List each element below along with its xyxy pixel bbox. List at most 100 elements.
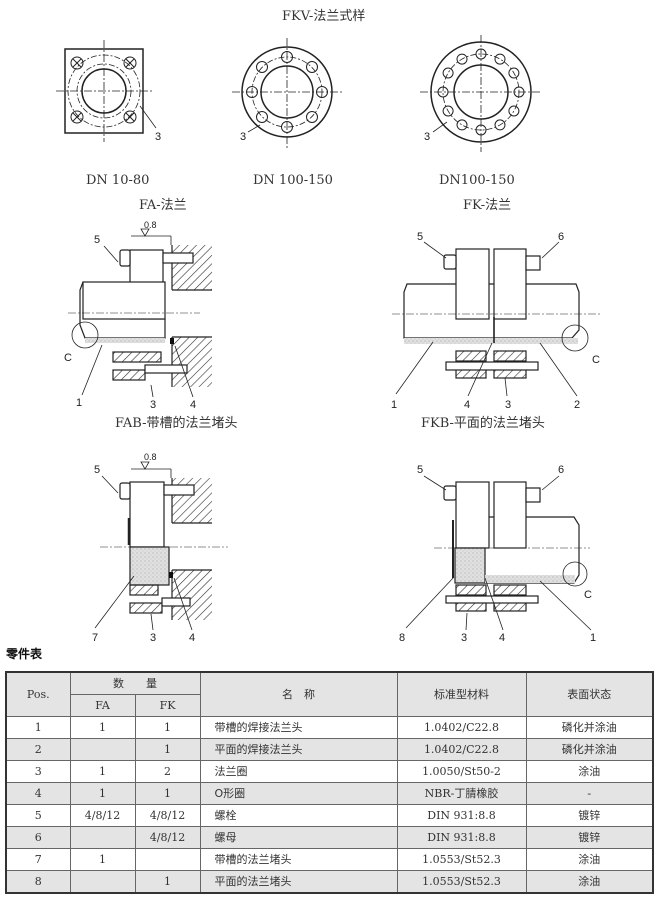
fab-label-4: 4	[189, 632, 195, 644]
fab-label-7: 7	[92, 632, 98, 644]
fkb-label-4: 4	[499, 632, 505, 644]
fa-label-5: 5	[94, 234, 100, 246]
fk-label-2: 2	[574, 399, 580, 411]
cell-pos: 3	[5, 760, 71, 783]
cell-surface: 磷化并涂油	[525, 716, 654, 739]
cell-fk: 4/8/12	[134, 804, 201, 827]
cell-fa	[69, 870, 136, 894]
fkb-section	[405, 475, 592, 631]
view2-caption: DN 100-150	[253, 173, 333, 188]
cell-name: 平面的法兰堵头	[199, 870, 398, 894]
cell-material: 1.0553/St52.3	[396, 870, 527, 894]
cell-pos: 1	[5, 716, 71, 739]
header-fa: FA	[69, 694, 136, 717]
cell-name: 螺栓	[199, 804, 398, 827]
fkb-title: FKB-平面的法兰堵头	[421, 416, 545, 431]
bolt-hole	[437, 86, 449, 98]
cell-name: 带槽的法兰堵头	[199, 848, 398, 871]
fk-label-1: 1	[391, 399, 397, 411]
cell-fk	[134, 848, 201, 871]
bolt-hole	[475, 48, 487, 60]
fk-label-5: 5	[417, 231, 423, 243]
cell-fk: 1	[134, 716, 201, 739]
cell-fk: 1	[134, 782, 201, 805]
bolt-hole	[508, 67, 520, 79]
view1-label: 3	[155, 131, 161, 143]
cell-material: DIN 931:8.8	[396, 826, 527, 849]
cell-pos: 6	[5, 826, 71, 849]
cell-surface: 镀锌	[525, 804, 654, 827]
header-material: 标准型材料	[396, 671, 527, 717]
header-fk: FK	[134, 694, 201, 717]
header-name: 名 称	[199, 671, 398, 717]
fab-label-3: 3	[150, 632, 156, 644]
cell-material: 1.0402/C22.8	[396, 738, 527, 761]
fkb-label-8: 8	[399, 632, 405, 644]
fkv-view-square	[56, 40, 157, 142]
cell-pos: 4	[5, 782, 71, 805]
fa-label-3: 3	[150, 399, 156, 411]
view3-caption: DN100-150	[439, 173, 515, 188]
view3-label: 3	[424, 131, 430, 143]
fa-label-4: 4	[190, 399, 196, 411]
cell-fa	[69, 738, 136, 761]
header-surface: 表面状态	[525, 671, 654, 717]
fkb-label-1: 1	[590, 632, 596, 644]
fkb-label-6: 6	[558, 464, 564, 476]
cell-surface: 涂油	[525, 760, 654, 783]
cell-name: 法兰圈	[199, 760, 398, 783]
bolt-hole	[494, 119, 506, 131]
fk-section	[392, 241, 600, 397]
fab-roughness: 0.8	[144, 452, 157, 462]
cell-name: 平面的焊接法兰头	[199, 738, 398, 761]
bolt-hole	[442, 105, 454, 117]
cell-fa: 1	[69, 760, 136, 783]
fkb-label-c: C	[584, 589, 592, 601]
fk-title: FK-法兰	[463, 198, 512, 213]
fk-label-3: 3	[505, 399, 511, 411]
cell-pos: 2	[5, 738, 71, 761]
cell-fk: 4/8/12	[134, 826, 201, 849]
bolt-hole	[513, 86, 525, 98]
fkb-label-5: 5	[417, 464, 423, 476]
fab-section	[94, 461, 228, 631]
cell-pos: 5	[5, 804, 71, 827]
cell-name: 带槽的焊接法兰头	[199, 716, 398, 739]
fkb-label-3: 3	[461, 632, 467, 644]
cell-fk: 1	[134, 738, 201, 761]
bolt-hole	[442, 67, 454, 79]
fa-label-c: C	[64, 352, 72, 364]
bolt-hole	[456, 119, 468, 131]
fab-title: FAB-带槽的法兰堵头	[115, 416, 238, 431]
cell-surface: 镀锌	[525, 826, 654, 849]
cell-surface: 磷化并涂油	[525, 738, 654, 761]
fkv-title: FKV-法兰式样	[282, 9, 366, 24]
cell-material: 1.0050/St50-2	[396, 760, 527, 783]
cell-fk: 1	[134, 870, 201, 894]
fa-title: FA-法兰	[139, 198, 187, 213]
cell-fa: 4/8/12	[69, 804, 136, 827]
cell-surface: 涂油	[525, 870, 654, 894]
fa-label-1: 1	[76, 397, 82, 409]
cell-fa: 1	[69, 782, 136, 805]
cell-material: DIN 931:8.8	[396, 804, 527, 827]
cell-material: NBR-丁腈橡胶	[396, 782, 527, 805]
cell-name: O形圈	[199, 782, 398, 805]
header-pos: Pos.	[5, 671, 71, 717]
bolt-hole	[475, 124, 487, 136]
cell-pos: 7	[5, 848, 71, 871]
fa-section	[68, 228, 212, 398]
fkv-view-round-8	[232, 38, 342, 150]
header-qty: 数 量	[69, 671, 201, 695]
fk-label-4: 4	[464, 399, 470, 411]
cell-name: 螺母	[199, 826, 398, 849]
cell-material: 1.0553/St52.3	[396, 848, 527, 871]
view2-label: 3	[240, 131, 246, 143]
cell-surface: 涂油	[525, 848, 654, 871]
parts-table-title: 零件表	[6, 647, 43, 661]
fk-label-6: 6	[558, 231, 564, 243]
